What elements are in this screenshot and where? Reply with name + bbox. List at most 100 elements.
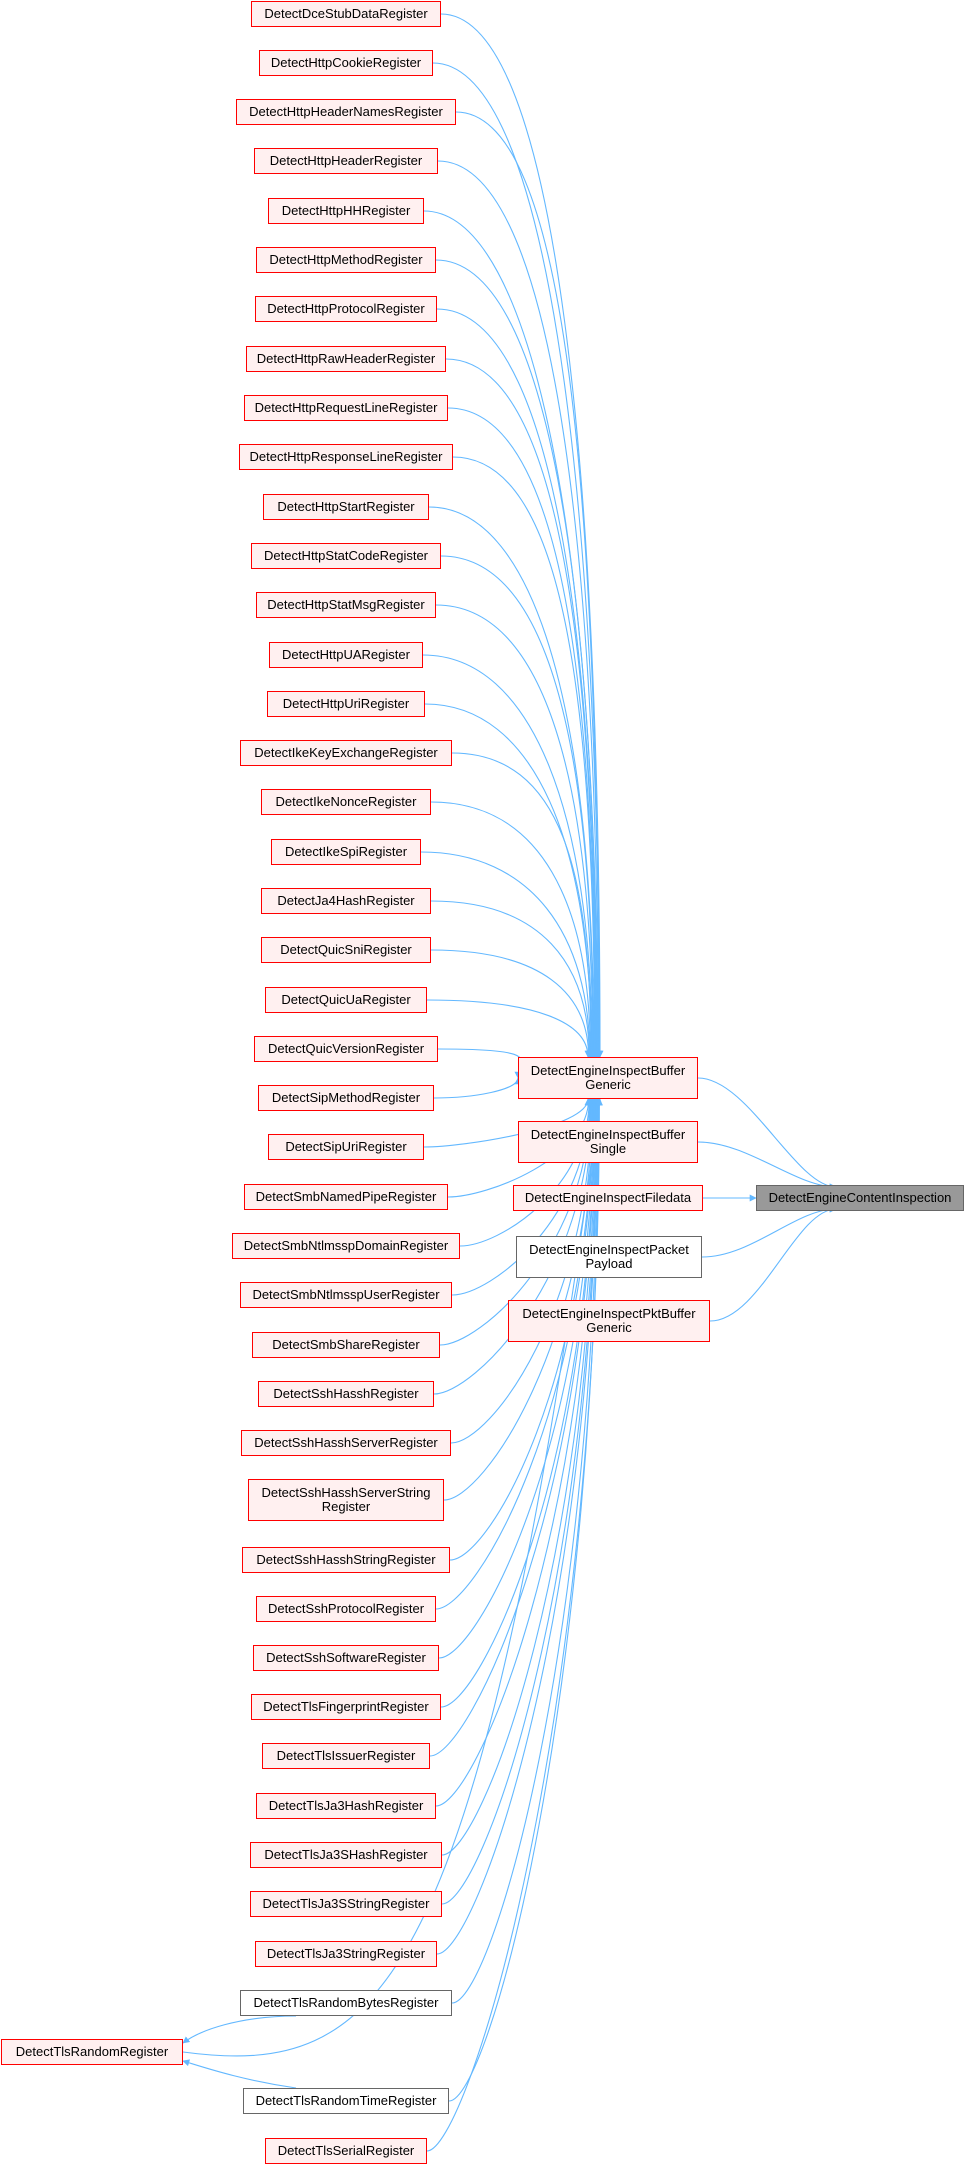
middle-node-0-label-line1: DetectEngineInspectBuffer xyxy=(530,1063,686,1078)
middle-node-1-label-line2: Single xyxy=(589,1141,627,1156)
caller-node-36[interactable]: DetectTlsJa3HashRegister xyxy=(256,1793,436,1819)
middle-node-3-label-line1: DetectEngineInspectPacket xyxy=(529,1242,689,1257)
caller-node-38[interactable]: DetectTlsJa3SStringRegister xyxy=(250,1891,442,1917)
caller-node-26[interactable]: DetectSmbNtlmsspUserRegister xyxy=(240,1282,452,1308)
edge-caller-29-to-buffer-generic xyxy=(450,1098,596,1444)
caller-node-24[interactable]: DetectSmbNamedPipeRegister xyxy=(244,1184,448,1210)
caller-node-41[interactable]: DetectTlsRandomTimeRegister xyxy=(243,2088,449,2114)
caller-node-33[interactable]: DetectSshSoftwareRegister xyxy=(253,1645,439,1671)
edge-caller-17-to-buffer-generic xyxy=(420,851,594,1058)
caller-node-12-label: DetectHttpStatMsgRegister xyxy=(267,597,425,612)
caller-node-0[interactable]: DetectDceStubDataRegister xyxy=(251,1,441,27)
caller-node-3[interactable]: DetectHttpHeaderRegister xyxy=(254,148,438,174)
edge-caller-19-to-buffer-generic xyxy=(430,949,593,1058)
caller-node-tls-random[interactable]: DetectTlsRandomRegister xyxy=(1,2039,183,2065)
caller-node-11[interactable]: DetectHttpStatCodeRegister xyxy=(251,543,441,569)
caller-node-27[interactable]: DetectSmbShareRegister xyxy=(252,1332,440,1358)
caller-node-24-label: DetectSmbNamedPipeRegister xyxy=(255,1189,437,1204)
caller-node-20-label: DetectQuicUaRegister xyxy=(281,992,411,1007)
caller-node-13[interactable]: DetectHttpUARegister xyxy=(269,642,423,668)
caller-node-15[interactable]: DetectIkeKeyExchangeRegister xyxy=(240,740,452,766)
caller-node-28-label: DetectSshHasshRegister xyxy=(273,1386,419,1401)
caller-node-40[interactable]: DetectTlsRandomBytesRegister xyxy=(240,1990,452,2016)
middle-node-4-label-line2: Generic xyxy=(586,1320,632,1335)
edge-caller-42-to-buffer-generic xyxy=(426,1098,603,2152)
caller-node-14[interactable]: DetectHttpUriRegister xyxy=(267,691,425,717)
caller-node-42[interactable]: DetectTlsSerialRegister xyxy=(265,2138,427,2164)
caller-node-34[interactable]: DetectTlsFingerprintRegister xyxy=(251,1694,441,1720)
caller-node-38-label: DetectTlsJa3SStringRegister xyxy=(262,1896,430,1911)
caller-node-39-label: DetectTlsJa3StringRegister xyxy=(266,1946,426,1961)
caller-node-16[interactable]: DetectIkeNonceRegister xyxy=(261,789,431,815)
edge-caller-37-to-buffer-generic xyxy=(441,1098,600,1856)
edge-caller-16-to-buffer-generic xyxy=(430,801,594,1058)
caller-node-35-label: DetectTlsIssuerRegister xyxy=(276,1748,416,1763)
edge-random-time-to-tls-random xyxy=(182,2059,297,2089)
caller-node-23[interactable]: DetectSipUriRegister xyxy=(268,1134,424,1160)
root-node-detect-engine-content-inspection-label: DetectEngineContentInspection xyxy=(768,1190,952,1205)
caller-node-5-label: DetectHttpMethodRegister xyxy=(269,252,423,267)
caller-node-12[interactable]: DetectHttpStatMsgRegister xyxy=(256,592,436,618)
caller-node-39[interactable]: DetectTlsJa3StringRegister xyxy=(255,1941,437,1967)
edge-caller-3-to-buffer-generic xyxy=(437,160,602,1058)
caller-node-22[interactable]: DetectSipMethodRegister xyxy=(258,1085,434,1111)
caller-node-27-label: DetectSmbShareRegister xyxy=(272,1337,420,1352)
middle-node-2[interactable]: DetectEngineInspectFiledata xyxy=(513,1185,703,1211)
caller-node-10[interactable]: DetectHttpStartRegister xyxy=(263,494,429,520)
caller-node-21-label: DetectQuicVersionRegister xyxy=(267,1041,425,1056)
caller-node-25-label: DetectSmbNtlmsspDomainRegister xyxy=(243,1238,449,1253)
caller-node-20[interactable]: DetectQuicUaRegister xyxy=(265,987,427,1013)
edge-caller-6-to-buffer-generic xyxy=(436,308,600,1058)
caller-node-5[interactable]: DetectHttpMethodRegister xyxy=(256,247,436,273)
caller-node-32-label: DetectSshProtocolRegister xyxy=(267,1601,425,1616)
caller-node-9[interactable]: DetectHttpResponseLineRegister xyxy=(239,444,453,470)
edge-middle-3-to-root xyxy=(701,1205,837,1258)
caller-node-31-label: DetectSshHasshStringRegister xyxy=(256,1552,436,1567)
caller-node-4-label: DetectHttpHHRegister xyxy=(281,203,411,218)
caller-node-17[interactable]: DetectIkeSpiRegister xyxy=(271,839,421,865)
caller-node-31[interactable]: DetectSshHasshStringRegister xyxy=(242,1547,450,1573)
edge-middle-0-to-root xyxy=(697,1077,837,1191)
edge-caller-39-to-buffer-generic xyxy=(436,1098,602,1955)
middle-node-1-label-line1: DetectEngineInspectBuffer xyxy=(530,1127,686,1142)
caller-node-tls-random-label: DetectTlsRandomRegister xyxy=(15,2044,169,2059)
caller-node-7[interactable]: DetectHttpRawHeaderRegister xyxy=(246,346,446,372)
caller-node-21[interactable]: DetectQuicVersionRegister xyxy=(254,1036,438,1062)
caller-node-41-label: DetectTlsRandomTimeRegister xyxy=(255,2093,437,2108)
edge-caller-21-to-buffer-generic xyxy=(437,1048,523,1079)
caller-node-15-label: DetectIkeKeyExchangeRegister xyxy=(254,745,438,760)
caller-node-8[interactable]: DetectHttpRequestLineRegister xyxy=(244,395,448,421)
caller-node-8-label: DetectHttpRequestLineRegister xyxy=(254,400,438,415)
caller-node-30-label-line1: DetectSshHasshServerString xyxy=(261,1485,431,1500)
caller-node-28[interactable]: DetectSshHasshRegister xyxy=(258,1381,434,1407)
middle-node-0-label-line2: Generic xyxy=(585,1077,631,1092)
caller-node-29[interactable]: DetectSshHasshServerRegister xyxy=(241,1430,451,1456)
caller-node-2[interactable]: DetectHttpHeaderNamesRegister xyxy=(236,99,456,125)
caller-node-18[interactable]: DetectJa4HashRegister xyxy=(261,888,431,914)
caller-node-3-label: DetectHttpHeaderRegister xyxy=(269,153,423,168)
caller-node-29-label: DetectSshHasshServerRegister xyxy=(254,1435,438,1450)
caller-node-4[interactable]: DetectHttpHHRegister xyxy=(268,198,424,224)
edge-caller-12-to-buffer-generic xyxy=(435,604,597,1058)
middle-node-2-label: DetectEngineInspectFiledata xyxy=(524,1190,692,1205)
caller-node-2-label: DetectHttpHeaderNamesRegister xyxy=(249,104,443,119)
caller-node-25[interactable]: DetectSmbNtlmsspDomainRegister xyxy=(232,1233,460,1259)
caller-node-6[interactable]: DetectHttpProtocolRegister xyxy=(255,296,437,322)
caller-node-32[interactable]: DetectSshProtocolRegister xyxy=(256,1596,436,1622)
caller-node-37[interactable]: DetectTlsJa3SHashRegister xyxy=(250,1842,442,1868)
caller-node-1[interactable]: DetectHttpCookieRegister xyxy=(259,50,433,76)
caller-node-19-label: DetectQuicSniRegister xyxy=(280,942,412,957)
middle-node-3-label-line2: Payload xyxy=(585,1256,633,1271)
caller-node-37-label: DetectTlsJa3SHashRegister xyxy=(264,1847,428,1862)
caller-node-35[interactable]: DetectTlsIssuerRegister xyxy=(262,1743,430,1769)
caller-node-1-label: DetectHttpCookieRegister xyxy=(270,55,422,70)
edge-caller-15-to-buffer-generic xyxy=(451,752,595,1058)
caller-node-36-label: DetectTlsJa3HashRegister xyxy=(268,1798,424,1813)
caller-node-19[interactable]: DetectQuicSniRegister xyxy=(261,937,431,963)
